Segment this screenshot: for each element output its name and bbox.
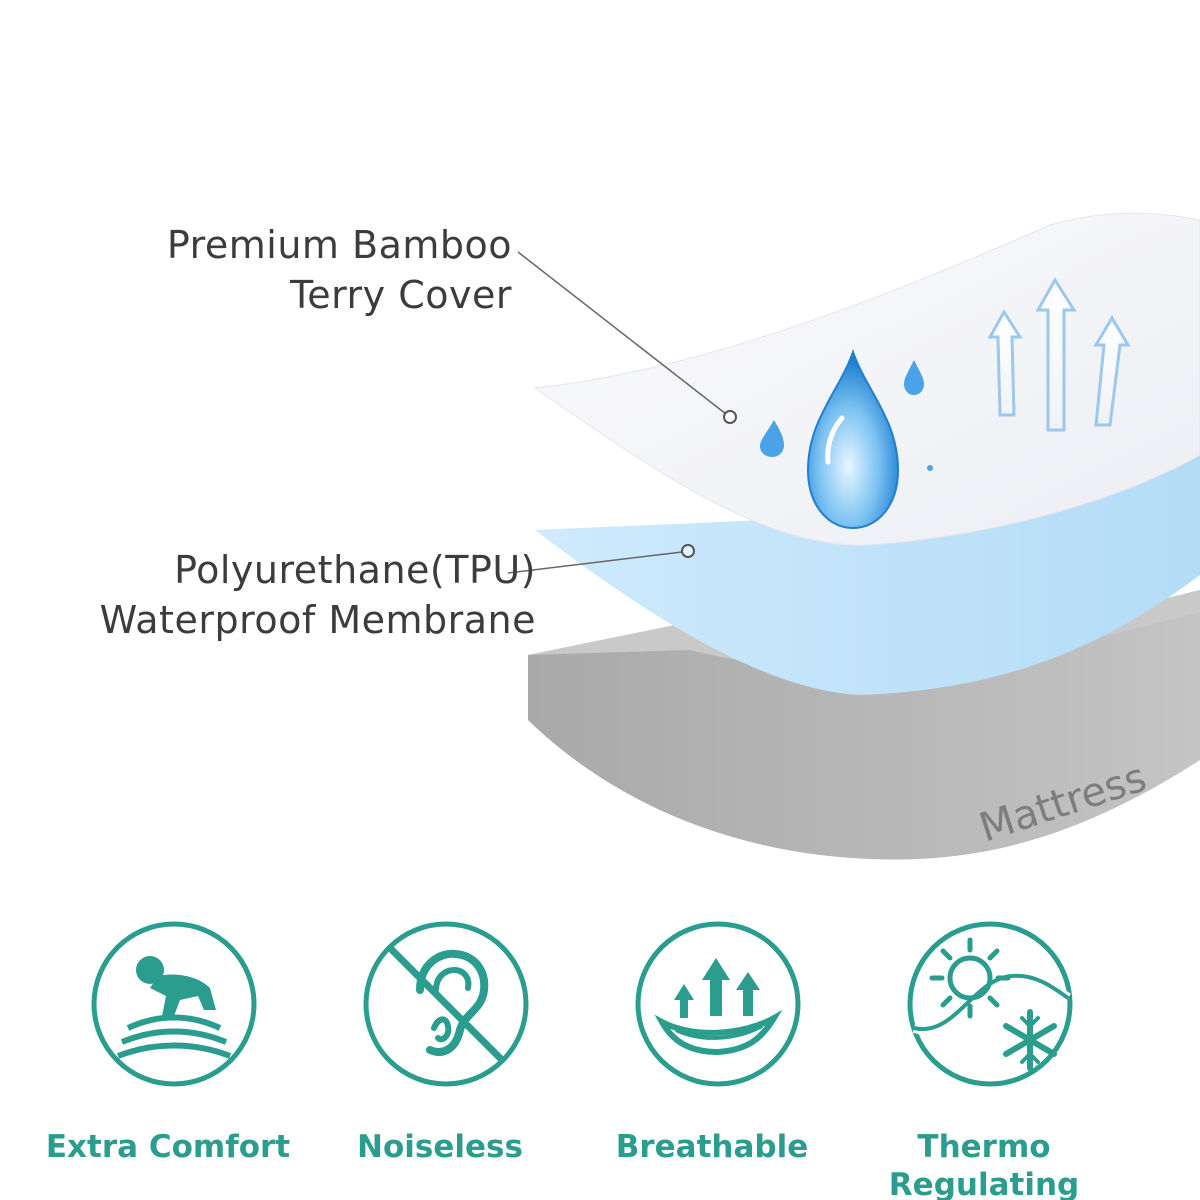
membrane-leader-line (507, 551, 683, 574)
water-drop-dot (927, 465, 933, 471)
feature-label: Extra Comfort (45, 1129, 291, 1165)
feature-label: Noiseless (357, 1129, 523, 1165)
arrow-up-icon (987, 309, 1023, 417)
airflow-arrows-icon (635, 921, 801, 1087)
membrane-callout-line2: Waterproof Membrane (99, 598, 536, 642)
layer-diagram: Mattress (507, 212, 1200, 860)
snowflake-icon (1003, 1009, 1057, 1071)
cover-callout-line2: Terry Cover (289, 273, 512, 317)
sun-icon (929, 937, 1011, 1019)
arrow-up-icon (1093, 315, 1131, 427)
cover-callout: Premium Bamboo Terry Cover (80, 220, 512, 320)
cover-callout-line1: Premium Bamboo (166, 223, 512, 267)
membrane-callout-line1: Polyurethane(TPU) (174, 548, 536, 592)
arrow-up-icon (1035, 277, 1077, 432)
ear-crossed-icon (363, 921, 529, 1087)
airflow-arrows (987, 277, 1131, 432)
crawling-baby-icon (91, 921, 257, 1087)
water-drops (760, 348, 933, 530)
water-drop-small-icon (760, 420, 784, 457)
drop-highlight (825, 415, 845, 465)
water-drop-icon (806, 348, 900, 530)
feature-label-line1: Thermo (917, 1129, 1051, 1165)
cover-leader-dot (723, 410, 737, 424)
water-drop-small-icon (904, 360, 924, 395)
cover-leader-line (517, 251, 727, 415)
membrane-leader-dot (681, 544, 695, 558)
feature-label: Breathable (615, 1129, 809, 1165)
feature-label-line2: Regulating (888, 1167, 1080, 1200)
membrane-callout: Polyurethane(TPU) Waterproof Membrane (40, 545, 536, 645)
sun-snowflake-icon (907, 921, 1073, 1087)
